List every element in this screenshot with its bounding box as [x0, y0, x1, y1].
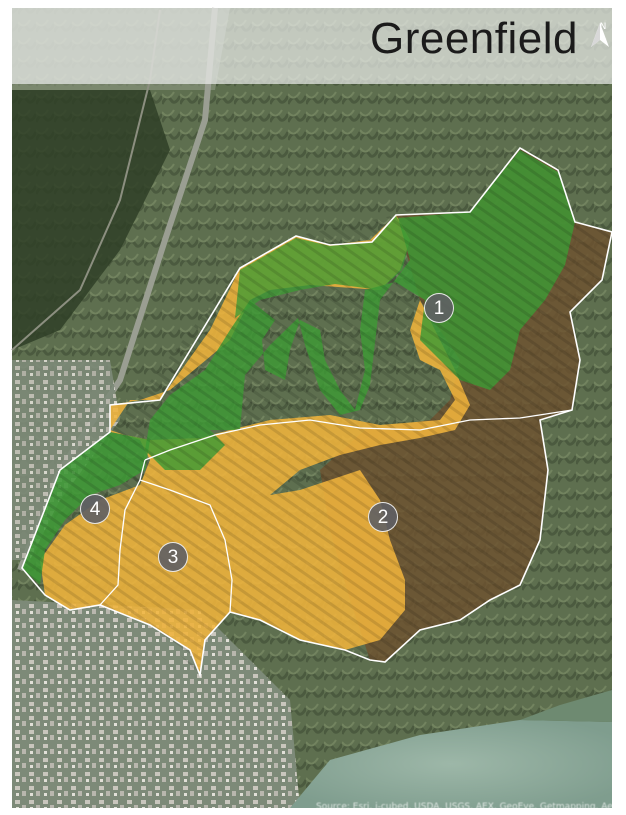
divide-3-4	[99, 479, 141, 606]
industrial-area	[12, 360, 120, 560]
harbour-water	[290, 720, 612, 808]
north-label: N	[599, 22, 607, 32]
area-marker-4[interactable]: 4	[80, 494, 110, 524]
area-marker-3[interactable]: 3	[158, 542, 188, 572]
area-marker-2[interactable]: 2	[368, 502, 398, 532]
north-arrow-icon	[591, 23, 609, 47]
catchment-boundary	[21, 146, 613, 679]
divide-1-2	[144, 409, 573, 461]
area-marker-1[interactable]: 1	[424, 293, 454, 323]
title-banner	[12, 8, 612, 84]
map-attribution: Source: Esri, i-cubed, USDA, USGS, AEX, …	[316, 802, 616, 812]
map-title: Greenfield	[369, 14, 578, 63]
north-arrow: N	[590, 22, 616, 68]
suburb-area	[12, 600, 300, 808]
